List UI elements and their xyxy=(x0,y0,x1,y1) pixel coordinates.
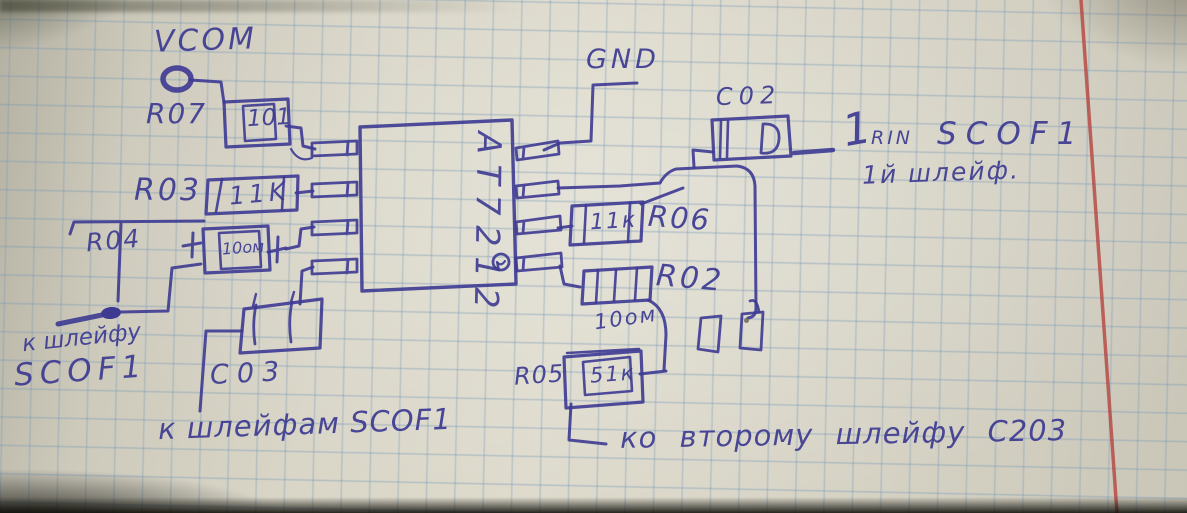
wire-r06-branch xyxy=(639,186,685,206)
resistor-r02 xyxy=(580,265,654,306)
note-output-sub: RIN xyxy=(871,127,914,149)
ic-pin-right-4 xyxy=(514,251,564,273)
photo-shadow-bottomedge xyxy=(0,497,1187,513)
label-gnd: GND xyxy=(586,44,660,75)
c02-output-dash xyxy=(791,147,836,156)
ic-at7212 xyxy=(310,118,564,293)
photo-shadow-topedge xyxy=(0,0,520,12)
r04-left-lead xyxy=(181,231,203,259)
wire-r04-pin3 xyxy=(284,225,316,251)
label-r05: R05 xyxy=(513,359,566,391)
note-output-prefix: 1 xyxy=(838,101,876,158)
capacitor-c03 xyxy=(238,297,324,355)
wire-pin4-c03 xyxy=(298,265,315,306)
note-output-net: SCOF1 xyxy=(937,116,1086,152)
connector-pin-left xyxy=(696,314,723,354)
resistor-r05 xyxy=(562,349,645,410)
junction-dot xyxy=(101,306,121,320)
label-r06: R06 xyxy=(646,198,713,238)
paper-speck xyxy=(744,318,749,323)
connector-pin-right xyxy=(738,310,765,352)
capacitor-c02-plates xyxy=(718,119,730,160)
wire-r05-bottom xyxy=(567,402,608,446)
connector-pin-tail xyxy=(748,299,761,314)
ic-pin-right-1 xyxy=(514,139,561,162)
wire-c03-left xyxy=(198,329,244,413)
ic-pin-right-2 xyxy=(514,179,561,200)
wire-terminal-r04 xyxy=(118,262,203,314)
resistor-r04 xyxy=(201,224,272,275)
margin-line xyxy=(1079,0,1119,513)
ic-pin1-dot xyxy=(491,252,511,272)
ic-pin-left-3 xyxy=(310,218,359,237)
label-r02: R02 xyxy=(654,258,726,299)
wire-left-vertical xyxy=(116,222,123,303)
resistor-r06 xyxy=(568,200,645,247)
label-r04: R04 xyxy=(84,223,143,258)
terminal-stub xyxy=(55,312,105,327)
capacitor-c03-plates xyxy=(252,300,294,346)
capacitor-c02-inner xyxy=(759,122,781,155)
value-r04: 10ом xyxy=(221,236,265,259)
ic-pin1-dot-curl xyxy=(495,259,507,266)
resistor-r06-caps xyxy=(582,201,632,245)
value-r06: 11к xyxy=(589,207,638,236)
photo-shadow-topleft xyxy=(0,0,320,190)
note-left-line2: SCOF1 xyxy=(12,348,149,394)
note-output: 1RIN SCOF1 xyxy=(839,102,1086,157)
label-c03: C03 xyxy=(209,356,288,391)
page-corner-shadow xyxy=(947,0,1187,130)
gnd-wire xyxy=(542,81,639,152)
note-output-cable: 1й шлейф. xyxy=(861,155,1021,190)
ic-pin-left-4 xyxy=(310,257,359,276)
capacitor-c03-ticks xyxy=(251,290,296,308)
ic-body xyxy=(358,118,518,293)
note-bottom-right: ко второму шлейфу С203 xyxy=(619,413,1068,455)
label-c02: C02 xyxy=(715,80,782,112)
value-r05: 51к xyxy=(589,360,637,388)
label-ic: АТ7212 xyxy=(466,131,509,319)
wire-left-top xyxy=(68,219,206,236)
resistor-r05-topline xyxy=(565,347,641,355)
wires xyxy=(55,78,836,446)
r04-right-lead xyxy=(266,235,288,264)
ic-pin-left-2 xyxy=(310,180,359,199)
wire-pin4-r02 xyxy=(558,264,582,289)
wire-r02-r05 xyxy=(646,298,668,372)
resistor-r04-inner xyxy=(217,229,263,271)
r05-right-lead xyxy=(638,369,668,376)
wire-pin2-long xyxy=(556,164,758,320)
resistor-r05-inner xyxy=(581,355,634,397)
ic-pin-right-3 xyxy=(514,214,563,236)
resistor-r02-caps xyxy=(594,266,639,305)
wire-c02-lead xyxy=(691,148,715,169)
capacitor-c02 xyxy=(710,114,793,162)
